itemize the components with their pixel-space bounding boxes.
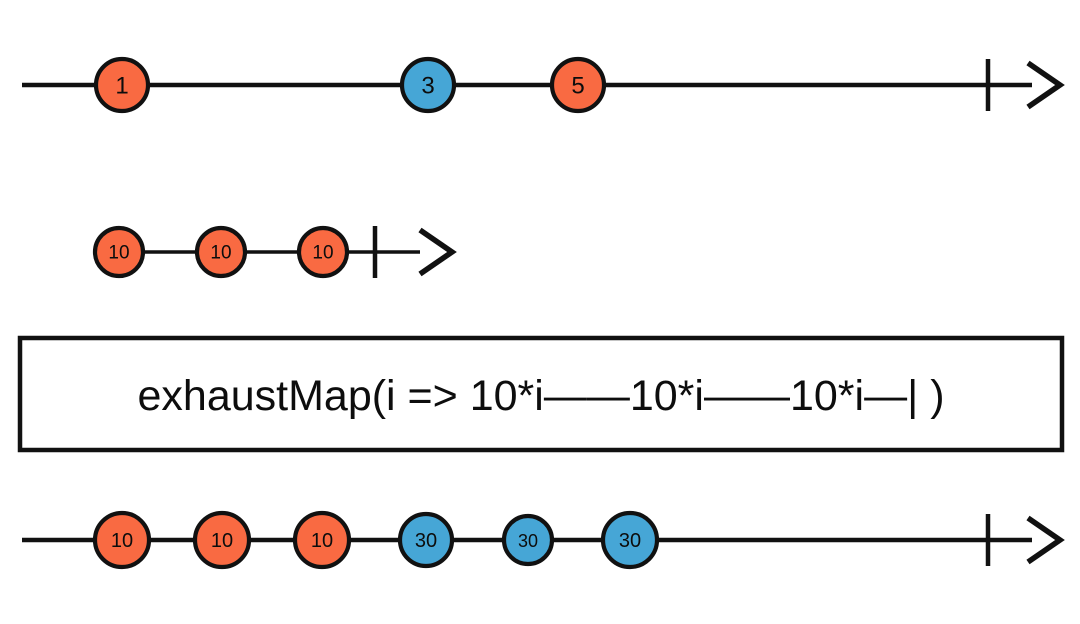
inner-marble-group: 10 10 10 [92, 225, 350, 279]
inner-observable-timeline: 10 10 10 [92, 225, 457, 279]
marble-value-label: 10 [312, 243, 333, 264]
marble-value-label: 10 [111, 530, 133, 552]
marble-value-label: 5 [571, 73, 584, 100]
marble [194, 225, 248, 279]
inner-arrow-head [418, 227, 457, 277]
marble [600, 510, 660, 570]
marble-value-label: 30 [619, 530, 641, 552]
marble-value-label: 3 [421, 73, 434, 100]
marble-value-label: 10 [108, 243, 129, 264]
marble-value-label: 30 [518, 531, 538, 551]
marble-value-label: 10 [211, 530, 233, 552]
marble [501, 513, 555, 567]
marble [296, 225, 350, 279]
source-marble-group: 1 3 5 [93, 56, 607, 114]
operator-box: exhaustMap(i => 10*i——10*i——10*i—| ) [17, 335, 1065, 453]
operator-box-label: exhaustMap(i => 10*i——10*i——10*i—| ) [137, 372, 944, 420]
marble-value-label: 10 [311, 530, 333, 552]
result-observable-timeline: 10 10 10 30 30 30 [22, 510, 1065, 570]
marble [92, 225, 146, 279]
result-arrow-head [1026, 515, 1065, 565]
marble-value-label: 30 [415, 530, 437, 552]
marble [192, 510, 252, 570]
source-observable-timeline: 1 3 5 [22, 56, 1065, 114]
marble-value-label: 10 [210, 243, 231, 264]
result-marble-group: 10 10 10 30 30 30 [92, 510, 660, 570]
marble [93, 56, 151, 114]
source-arrow-head [1026, 60, 1065, 110]
marble [292, 510, 352, 570]
marble [399, 56, 457, 114]
operator-box-frame [17, 335, 1065, 453]
marble-value-label: 1 [115, 73, 128, 100]
marble [92, 510, 152, 570]
marble [549, 56, 607, 114]
marble [397, 511, 455, 569]
